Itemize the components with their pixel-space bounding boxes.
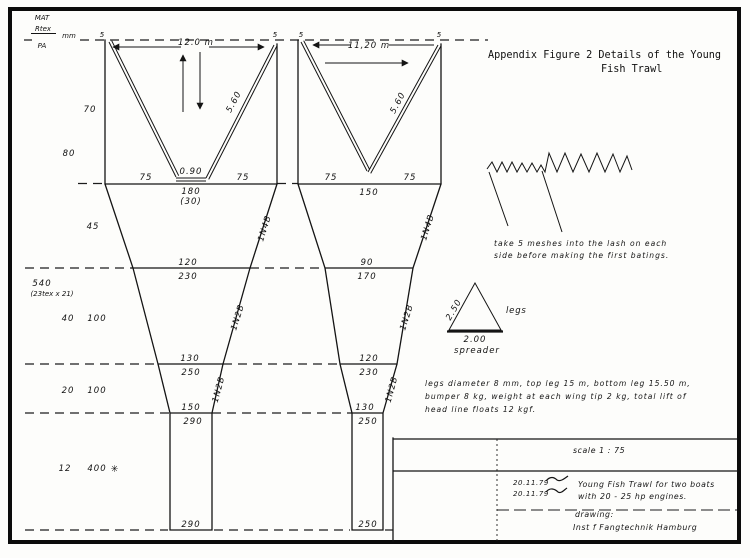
left-trawl-span-label: 12.0 m [178,38,214,48]
left-trawl-cut3: 1N2B [211,375,228,404]
right-trawl-row3a: 120 [359,354,378,364]
right-trawl-dimension-arrows [312,41,434,67]
right-trawl-cut1: 1N4B [419,213,436,242]
left-trawl-row1b: (30) [180,197,201,207]
mesh-size-20: 20 [62,386,75,396]
right-trawl-row1: 150 [359,188,378,198]
lash-note-line1: take 5 meshes into the lash on each [494,239,667,248]
signature-scribble-icon [545,475,569,494]
figure-header: Appendix Figure 2 Details of the Young F… [488,50,721,75]
left-trawl-row3a: 130 [180,354,199,364]
material-mat-label: MAT [35,14,50,22]
left-trawl-row4b: 290 [183,417,202,427]
rtex-540: 540 [32,279,51,289]
left-trawl-row3b: 250 [181,368,200,378]
material-mm-label: mm [62,32,76,40]
mesh-size-40: 40 [62,314,75,324]
rtex-100b: 100 [87,386,106,396]
right-trawl-cut2: 1N2B [398,303,415,332]
spreader-triangle [448,281,502,331]
left-trawl-dimension-arrows [112,43,265,112]
scale-label: scale 1 : 75 [573,446,625,455]
left-trawl-bosom: 0.90 [180,167,203,177]
right-trawl-row3b: 230 [359,368,378,378]
rtex-400: 400 [87,464,106,474]
asterisk-icon: ✳ [111,464,120,475]
rigging-note-line3: head line floats 12 kgf. [425,405,536,414]
lash-note-line2: side before making the first batings. [494,251,669,260]
left-trawl-wing-meshes-left: 75 [140,173,153,183]
right-trawl-tip-left: 5 [299,31,304,39]
right-trawl-wing-meshes-left: 75 [325,173,338,183]
right-trawl-wing-selvedge [300,40,442,174]
right-trawl-row4a: 130 [355,403,374,413]
date1: 20.11.79 [513,479,549,487]
left-trawl-row4a: 150 [181,403,200,413]
right-trawl-row4b: 250 [358,417,377,427]
mesh-size-12: 12 [59,464,72,474]
right-trawl-tip-right: 5 [437,31,442,39]
material-pa-label: PA [38,42,47,50]
figure-title-line1: Appendix Figure 2 Details of the Young [488,50,721,61]
title-block-desc2: with 20 - 25 hp engines. [578,492,687,501]
left-trawl-codend-bottom: 290 [181,520,200,530]
right-trawl-wing-meshes-right: 75 [404,173,417,183]
mesh-size-70: 70 [84,105,97,115]
institute-label: Inst f Fangtechnik Hamburg [573,523,697,532]
left-trawl-row2b: 230 [178,272,197,282]
material-column: MAT Rtex mm PA 70 80 45 540 (23tex x 21)… [30,14,120,475]
material-rtex-label: Rtex [35,25,52,33]
mesh-size-45: 45 [87,222,100,232]
right-trawl-diagram: 5 5 11,20 m 5.60 75 75 150 1N4B 90 170 1… [297,31,442,531]
mesh-zigzag [486,151,633,174]
title-block-desc1: Young Fish Trawl for two boats [578,480,715,489]
left-trawl-outline [104,39,278,531]
rigging-note-line1: legs diameter 8 mm, top leg 15 m, bottom… [425,379,691,388]
figure-title-line2: Fish Trawl [601,64,662,75]
drawing-label: drawing: [575,510,614,519]
date2: 20.11.79 [513,490,549,498]
rigging-note: legs diameter 8 mm, top leg 15 m, bottom… [425,379,691,414]
legs-label: legs [506,306,527,316]
spreader-leg-length: 2.50 [444,298,464,323]
left-trawl-wing-length: 5.60 [224,90,244,115]
left-trawl-tip-right: 5 [273,31,278,39]
left-trawl-row2a: 120 [178,258,197,268]
right-trawl-outline [297,39,442,531]
lash-leader-lines [488,170,563,233]
dashed-reference-lines [24,39,488,531]
spreader-detail: 2.50 legs 2.00 spreader [444,281,527,356]
right-trawl-row2a: 90 [361,258,374,268]
rtex-540-detail: (23tex x 21) [30,290,73,298]
rigging-note-line2: bumper 8 kg, weight at each wing tip 2 k… [425,392,687,401]
figure-border [8,7,741,544]
right-trawl-row2b: 170 [357,272,376,282]
left-trawl-row1a: 180 [181,187,200,197]
left-trawl-cut2: 1N2B [229,303,246,332]
left-trawl-diagram: 5 5 12.0 m 5.60 0.90 75 75 180 (30) 1N4B… [100,31,278,531]
left-trawl-wing-selvedge [108,40,278,182]
title-block: scale 1 : 75 20.11.79 20.11.79 Young Fis… [392,437,738,542]
mesh-lash-detail: take 5 meshes into the lash on each side… [486,151,669,260]
spreader-base-length: 2.00 [464,335,487,345]
left-trawl-wing-meshes-right: 75 [237,173,250,183]
right-trawl-codend-bottom: 250 [358,520,377,530]
mesh-size-80: 80 [63,149,76,159]
right-trawl-span-label: 11,20 m [348,41,390,51]
rtex-100a: 100 [87,314,106,324]
left-trawl-tip-left: 5 [100,31,105,39]
spreader-label: spreader [454,346,500,356]
left-trawl-cut1: 1N4B [256,214,273,243]
title-block-lines [392,437,738,542]
right-trawl-cut3: 1N2B [384,375,401,404]
